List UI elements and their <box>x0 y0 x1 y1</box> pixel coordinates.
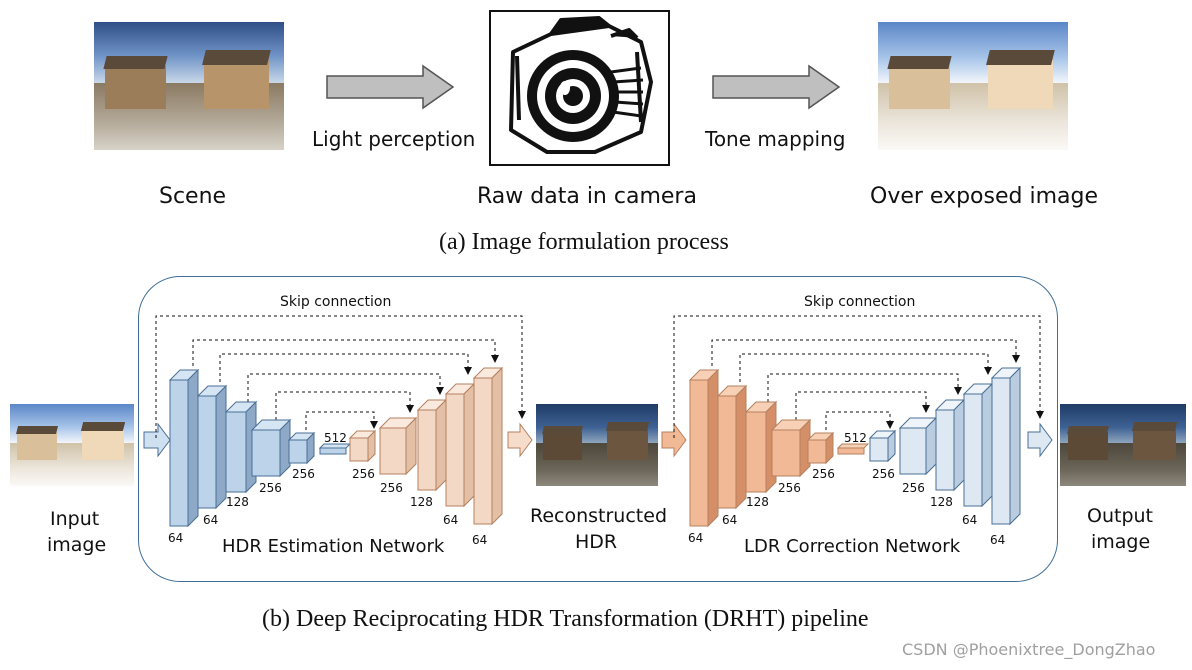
ldr-encoder-blocks <box>688 368 870 528</box>
svg-text:256: 256 <box>380 481 403 495</box>
scene-image <box>94 22 284 150</box>
svg-text:64: 64 <box>722 513 737 527</box>
reconstructed-hdr-image <box>536 404 658 486</box>
arrow-out-ldr-net-icon <box>1027 422 1053 458</box>
ldr-net-channel-numbers: 64 64 128 256 256 512 256 256 128 64 64 <box>688 431 1005 547</box>
svg-text:128: 128 <box>410 495 433 509</box>
svg-text:256: 256 <box>902 481 925 495</box>
arrow-out-hdr-net-icon <box>507 422 533 458</box>
over-exposed-label: Over exposed image <box>870 184 1098 209</box>
pipeline-frame <box>138 276 1058 582</box>
ldr-net-label: LDR Correction Network <box>744 536 961 557</box>
skip-label-1: Skip connection <box>280 294 391 310</box>
hdr-net-skip-connections <box>155 315 526 438</box>
scene-label: Scene <box>159 184 227 209</box>
svg-text:64: 64 <box>990 533 1005 547</box>
caption-b: (b) Deep Reciprocating HDR Transformatio… <box>262 606 869 632</box>
over-exposed-image <box>878 22 1068 150</box>
svg-text:64: 64 <box>168 531 183 545</box>
raw-data-label: Raw data in camera <box>477 184 697 209</box>
light-perception-arrow-icon <box>326 64 455 110</box>
svg-text:128: 128 <box>930 495 953 509</box>
hdr-decoder-blocks <box>348 366 504 526</box>
svg-text:64: 64 <box>472 533 487 547</box>
reconstructed-label-2: HDR <box>575 531 618 553</box>
light-perception-label: Light perception <box>312 127 476 151</box>
svg-text:256: 256 <box>352 467 375 481</box>
input-label-2: image <box>47 534 107 556</box>
tone-mapping-arrow-icon <box>712 64 841 110</box>
hdr-encoder-blocks <box>168 368 352 528</box>
arrow-into-ldr-net-icon <box>661 422 687 458</box>
svg-text:256: 256 <box>778 481 801 495</box>
network-diagram: Skip connection <box>143 294 1053 557</box>
svg-text:512: 512 <box>844 431 867 445</box>
output-label-1: Output <box>1087 505 1153 527</box>
svg-text:256: 256 <box>259 481 282 495</box>
output-image <box>1060 404 1186 486</box>
ldr-net-skip-connections <box>673 315 1044 438</box>
svg-text:128: 128 <box>226 495 249 509</box>
svg-text:64: 64 <box>203 513 218 527</box>
input-label-1: Input <box>50 508 100 530</box>
camera-box <box>489 10 670 166</box>
tone-mapping-label: Tone mapping <box>705 127 846 151</box>
caption-a: (a) Image formulation process <box>439 229 729 255</box>
svg-text:128: 128 <box>746 495 769 509</box>
svg-text:256: 256 <box>872 467 895 481</box>
svg-text:512: 512 <box>324 431 347 445</box>
output-label-2: image <box>1091 531 1151 553</box>
watermark: CSDN @Phoenixtree_DongZhao <box>902 640 1156 659</box>
svg-text:64: 64 <box>443 513 458 527</box>
camera-icon <box>509 16 653 154</box>
svg-text:64: 64 <box>688 531 703 545</box>
svg-text:64: 64 <box>962 513 977 527</box>
input-image <box>10 404 134 486</box>
skip-label-2: Skip connection <box>804 294 915 310</box>
reconstructed-label-1: Reconstructed <box>530 505 667 527</box>
hdr-net-label: HDR Estimation Network <box>222 536 445 557</box>
svg-text:256: 256 <box>812 467 835 481</box>
arrow-into-hdr-net-icon <box>143 422 171 458</box>
svg-text:256: 256 <box>292 467 315 481</box>
ldr-decoder-blocks <box>868 366 1022 526</box>
hdr-net-channel-numbers: 64 64 128 256 256 512 256 256 128 64 64 <box>168 431 487 547</box>
